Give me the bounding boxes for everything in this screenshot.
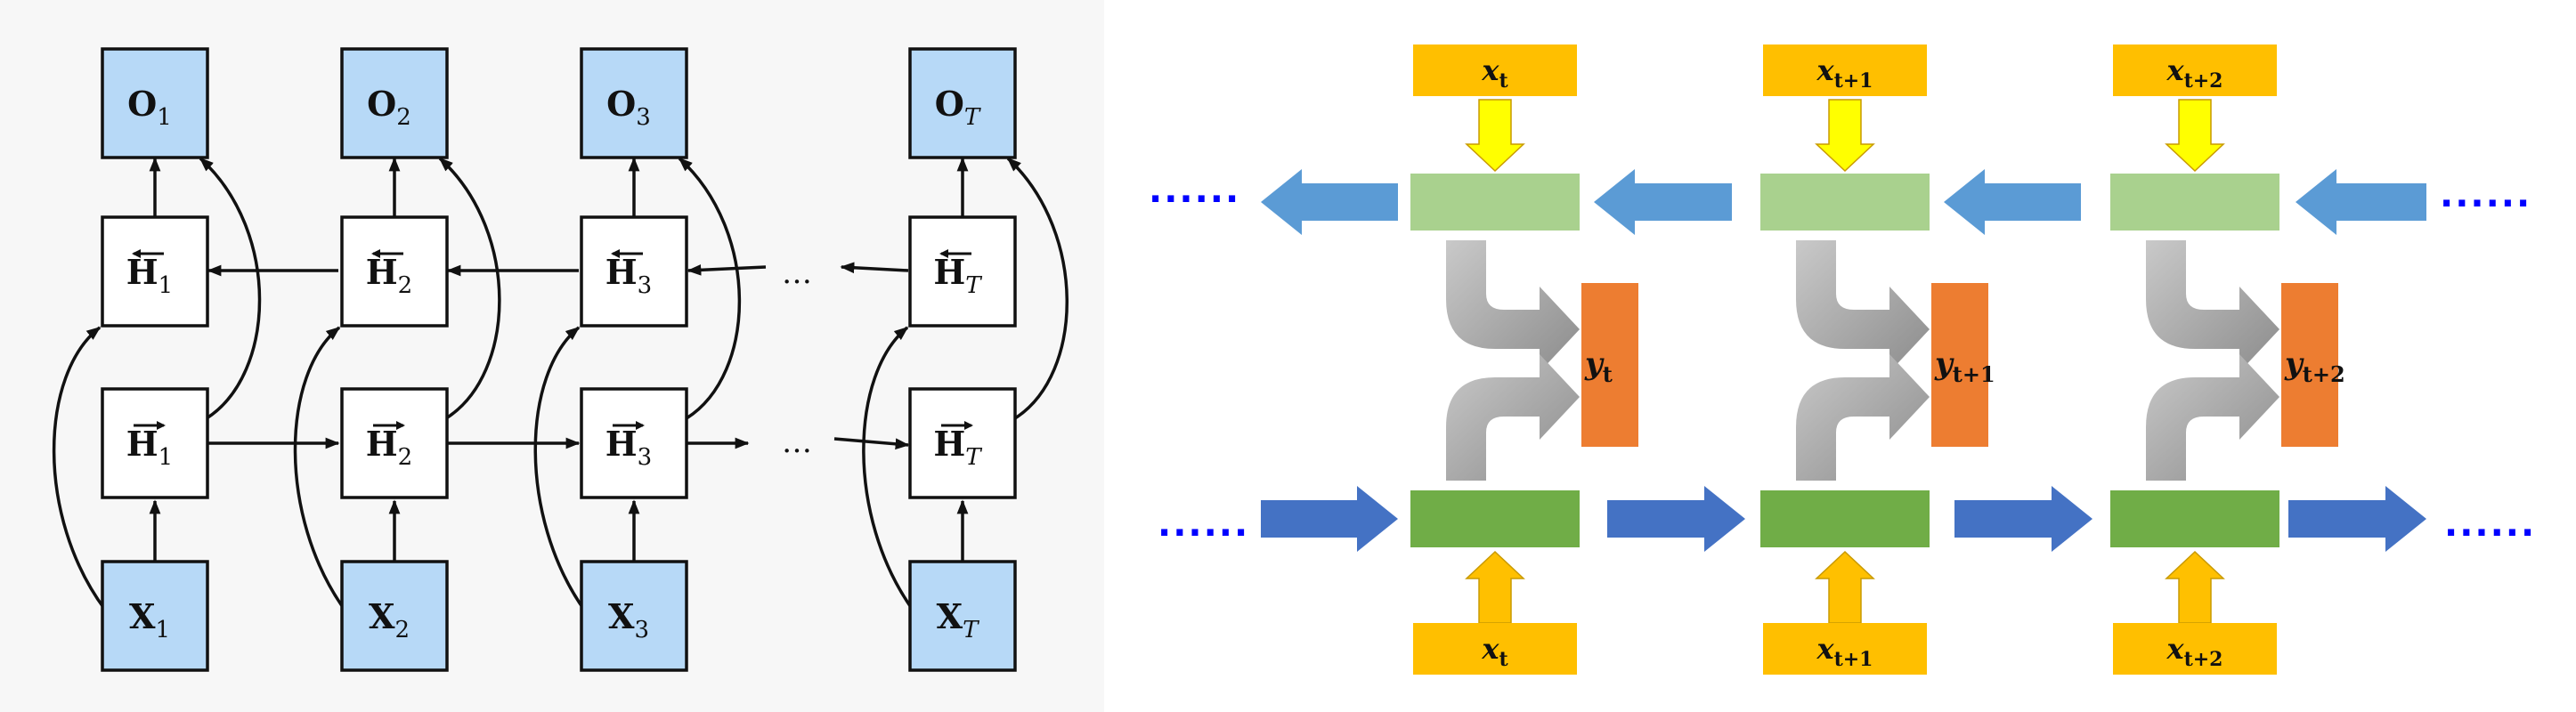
backward-arrow: [1261, 169, 1398, 235]
right-arrow-accent-icon: [613, 421, 645, 430]
backward-hidden-box: H1: [101, 215, 209, 328]
forward-hidden-box: H2: [340, 387, 449, 499]
output-label: O3: [606, 84, 651, 131]
output-label: yt: [1584, 346, 1613, 387]
merge-arrow-from-backward: [1796, 240, 1930, 372]
backward-hidden-box: H2: [340, 215, 449, 328]
forward-hidden-label: H3: [605, 424, 652, 471]
merge-arrow-from-forward: [1446, 354, 1580, 481]
output-label: yt+2: [2284, 346, 2345, 387]
forward-hidden-box: H3: [580, 387, 688, 499]
backward-hidden-label: HT: [933, 252, 982, 299]
forward-hidden-box: HT: [908, 387, 1017, 499]
forward-to-output-arrows: [199, 157, 1069, 420]
top-input-arrow: [2165, 99, 2225, 173]
bottom-input-box: [1763, 623, 1927, 675]
backward-hidden-label: H2: [366, 252, 412, 299]
output-label: OT: [935, 84, 981, 131]
left-arrow-accent-icon: [611, 249, 643, 258]
output-box: O2: [340, 47, 449, 159]
top-input-box: [1763, 44, 1927, 96]
output-label: yt+1: [1934, 346, 1995, 387]
backward-chain-arrows: [207, 262, 909, 277]
backward-cell: [1760, 174, 1930, 231]
output-box: O1: [101, 47, 209, 159]
top-input-label: xt+1: [1816, 53, 1873, 93]
input-label: X3: [608, 596, 649, 643]
forward-arrow: [1607, 486, 1745, 552]
input-box: XT: [908, 560, 1017, 672]
backward-arrow: [1944, 169, 2081, 235]
backward-cell: [1410, 174, 1580, 231]
continuation-dots: ......: [2440, 174, 2531, 215]
forward-arrow: [2288, 486, 2426, 552]
left-arrow-accent-icon: [132, 249, 164, 258]
forward-hidden-label: HT: [933, 424, 982, 471]
top-input-arrow: [1815, 99, 1875, 173]
input-box: X3: [580, 560, 688, 672]
forward-cell: [2110, 490, 2279, 547]
input-label: XT: [937, 596, 979, 643]
backward-hidden-box: H3: [580, 215, 688, 328]
bottom-input-arrow: [1465, 550, 1525, 624]
left-arrow-accent-icon: [371, 249, 403, 258]
backward-cell: [2110, 174, 2279, 231]
right-arrow-accent-icon: [373, 421, 405, 430]
continuation-dots: ......: [1149, 170, 1240, 211]
output-box: OT: [908, 47, 1017, 159]
vertical-arrows: [149, 157, 969, 561]
input-label: X1: [129, 596, 170, 643]
forward-arrow: [1261, 486, 1398, 552]
bottom-input-box: [1413, 623, 1577, 675]
bottom-input-label: xt+1: [1816, 632, 1873, 671]
top-input-box: [2113, 44, 2277, 96]
input-label: X2: [369, 596, 410, 643]
continuation-dots: ......: [1158, 504, 1249, 545]
bottom-input-label: xt+2: [2166, 632, 2223, 671]
ellipsis-forward-row: …: [782, 425, 812, 460]
ellipsis-backward-row: …: [782, 255, 812, 291]
top-input-box: [1413, 44, 1577, 96]
output-label: O1: [127, 84, 172, 131]
top-input-label: xt: [1481, 53, 1508, 93]
merge-arrow-from-forward: [1796, 354, 1930, 481]
output-box: [1581, 283, 1638, 447]
bottom-input-arrow: [1815, 550, 1875, 624]
output-label: O2: [367, 84, 411, 131]
backward-hidden-label: H1: [126, 252, 173, 299]
merge-arrow-from-backward: [2146, 240, 2279, 372]
forward-hidden-label: H2: [366, 424, 412, 471]
merge-arrow-from-backward: [1446, 240, 1580, 372]
right-arrow-accent-icon: [941, 421, 973, 430]
forward-cell: [1760, 490, 1930, 547]
merge-arrow-from-forward: [2146, 354, 2279, 481]
backward-hidden-box: HT: [908, 215, 1017, 328]
forward-cell: [1410, 490, 1580, 547]
forward-arrow: [1954, 486, 2092, 552]
forward-chain-arrows: [207, 437, 910, 450]
continuation-dots: ......: [2444, 504, 2536, 545]
top-input-label: xt+2: [2166, 53, 2223, 93]
bottom-input-box: [2113, 623, 2277, 675]
input-box: X2: [340, 560, 449, 672]
input-to-backward-arrows: [52, 326, 914, 611]
backward-arrow: [2296, 169, 2426, 235]
input-box: X1: [101, 560, 209, 672]
forward-hidden-box: H1: [101, 387, 209, 499]
output-box: [1931, 283, 1988, 447]
left-arrow-accent-icon: [939, 249, 971, 258]
bottom-input-arrow: [2165, 550, 2225, 624]
forward-hidden-label: H1: [126, 424, 173, 471]
right-arrow-accent-icon: [134, 421, 166, 430]
output-box: [2281, 283, 2338, 447]
top-input-arrow: [1465, 99, 1525, 173]
right-diagram: ........................ xt xt yt xt+1 xt+1 yt…: [1149, 44, 2536, 675]
output-box: O3: [580, 47, 688, 159]
backward-hidden-label: H3: [605, 252, 652, 299]
backward-arrow: [1594, 169, 1732, 235]
bottom-input-label: xt: [1481, 632, 1508, 671]
